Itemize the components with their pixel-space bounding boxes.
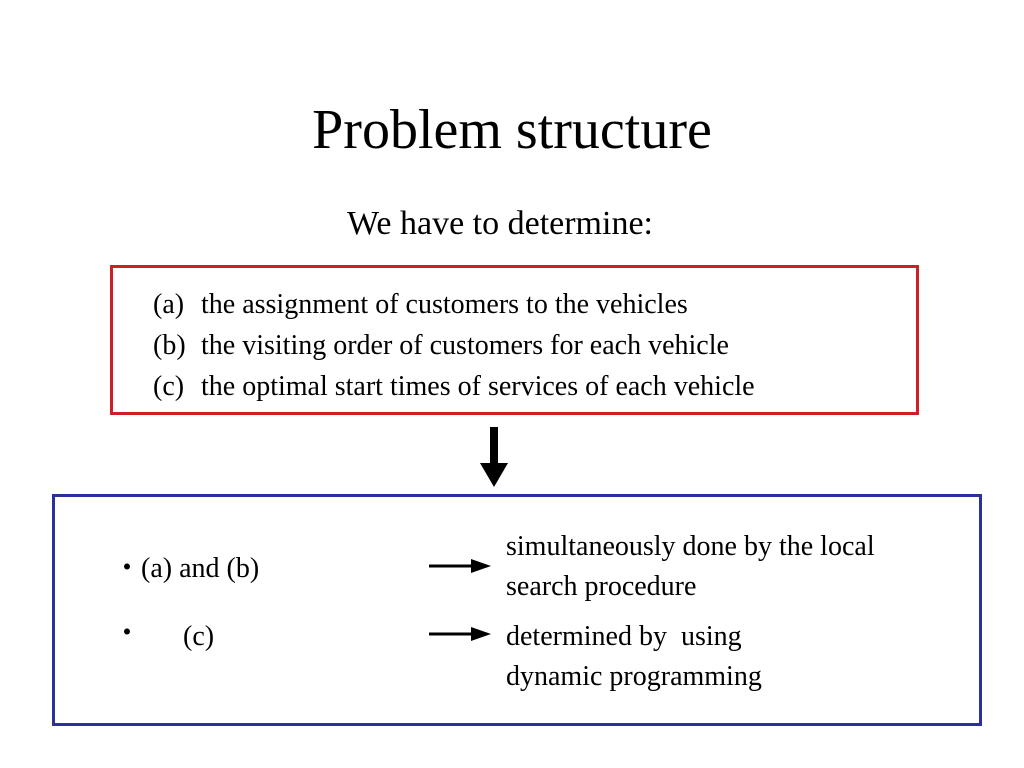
slide-subtitle: We have to determine: bbox=[347, 205, 653, 242]
task-marker: (a) bbox=[153, 289, 185, 320]
method-description-line: search procedure bbox=[506, 571, 697, 602]
method-description-line: dynamic programming bbox=[506, 661, 762, 692]
method-description-line: determined by using bbox=[506, 621, 742, 652]
task-marker: (c) bbox=[153, 371, 185, 402]
task-item-c: (c) the optimal start times of services o… bbox=[153, 366, 755, 407]
task-text: the optimal start times of services of e… bbox=[201, 371, 755, 402]
method-description-c: determined by using dynamic programming bbox=[506, 617, 762, 697]
task-text: the assignment of customers to the vehic… bbox=[201, 289, 688, 320]
task-item-a: (a) the assignment of customers to the ve… bbox=[153, 284, 755, 325]
arrow-right-icon bbox=[429, 627, 491, 641]
slide-title: Problem structure bbox=[312, 99, 712, 161]
method-bullet-c: ・ bbox=[113, 618, 142, 649]
method-description-a-b: simultaneously done by the local search … bbox=[506, 527, 875, 607]
arrow-right-icon bbox=[429, 559, 491, 573]
task-marker: (b) bbox=[153, 330, 186, 361]
tasks-list: (a) the assignment of customers to the ve… bbox=[153, 284, 755, 407]
tasks-box: (a) the assignment of customers to the ve… bbox=[110, 265, 919, 415]
method-description-line: simultaneously done by the local bbox=[506, 531, 875, 562]
arrow-down-icon bbox=[480, 427, 508, 487]
methods-box: ・(a) and (b) simultaneously done by the … bbox=[52, 494, 982, 726]
task-text: the visiting order of customers for each… bbox=[201, 330, 729, 361]
method-label-a-b: ・(a) and (b) bbox=[113, 553, 260, 584]
method-label-c: (c) bbox=[183, 621, 215, 652]
task-item-b: (b) the visiting order of customers for e… bbox=[153, 325, 755, 366]
